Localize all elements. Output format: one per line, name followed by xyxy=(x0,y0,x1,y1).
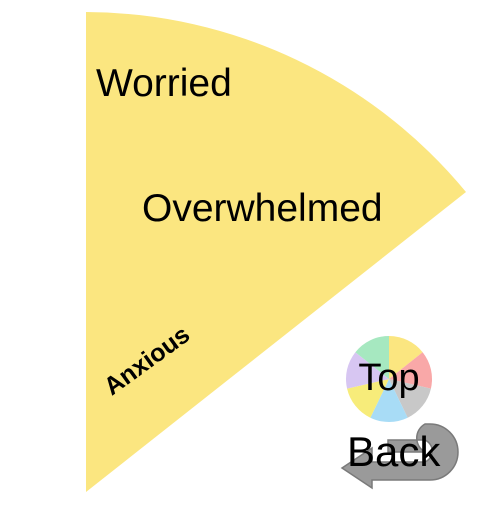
back-button[interactable]: Back xyxy=(330,418,465,493)
mini-wheel-icon xyxy=(346,336,432,422)
top-button-label: Top xyxy=(358,357,420,399)
worried-label[interactable]: Worried xyxy=(96,62,232,105)
mini-wheel-slice xyxy=(355,336,389,379)
anxious-wheel-segment[interactable] xyxy=(86,12,466,492)
top-button[interactable]: Top xyxy=(345,335,433,423)
back-button-label: Back xyxy=(347,428,441,475)
mini-wheel-slice xyxy=(370,379,408,422)
overwhelmed-label[interactable]: Overwhelmed xyxy=(142,187,383,230)
mini-wheel-slice xyxy=(347,379,389,418)
mini-wheel-slice xyxy=(346,352,389,389)
mini-wheel-slice xyxy=(389,352,432,389)
mini-wheel-slice xyxy=(389,336,423,379)
mini-wheel-slice xyxy=(389,379,431,418)
back-arrow-icon xyxy=(340,423,459,490)
